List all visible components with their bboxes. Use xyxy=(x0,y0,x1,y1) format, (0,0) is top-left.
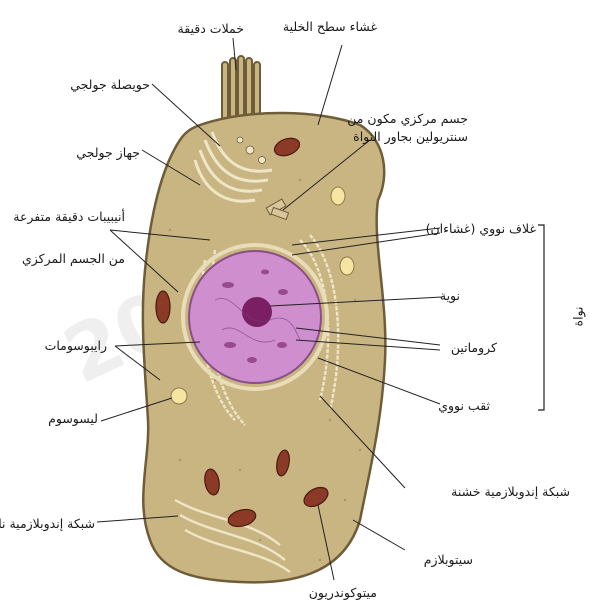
nucleus-bracket xyxy=(538,225,544,410)
label-centrosome-1: جسم مركزي مكون من xyxy=(347,110,468,127)
label-nuclear-pore: ثقب نووي xyxy=(438,397,490,414)
label-centrosome-2: سنتريولين بجاور النواة xyxy=(353,128,468,145)
label-nucleus: نواة xyxy=(570,307,587,327)
label-golgi-apparatus: جهاز جولجي xyxy=(76,144,140,161)
label-mitochondrion: ميتوكوندريون xyxy=(309,584,377,601)
label-cell-membrane: غشاء سطح الخلية xyxy=(283,18,377,35)
label-lysosome: ليسوسوم xyxy=(48,410,98,427)
label-rough-er: شبكة إندوبلازمية خشنة xyxy=(451,483,570,500)
label-chromatin: كروماتين xyxy=(451,339,497,356)
nucleus xyxy=(183,245,327,389)
label-golgi-vesicle: حويصلة جولجي xyxy=(70,76,150,93)
label-microtubules-1: أنيبيبات دقيقة متفرعة xyxy=(13,208,125,225)
label-microtubules-2: من الجسم المركزي xyxy=(22,250,125,267)
label-cytoplasm: سيتوبلازم xyxy=(424,551,473,568)
nucleolus xyxy=(242,297,272,327)
microvilli xyxy=(222,56,260,122)
label-microvilli: خملات دقيقة xyxy=(178,20,245,37)
label-ribosomes: رايبوسومات xyxy=(45,337,107,354)
label-smooth-er: شبكة إندوبلازمية ناعمة xyxy=(0,515,95,532)
label-nuclear-envelope: غلاف نووي (غشاءان) xyxy=(426,220,536,237)
label-nucleolus: نوية xyxy=(440,287,460,304)
